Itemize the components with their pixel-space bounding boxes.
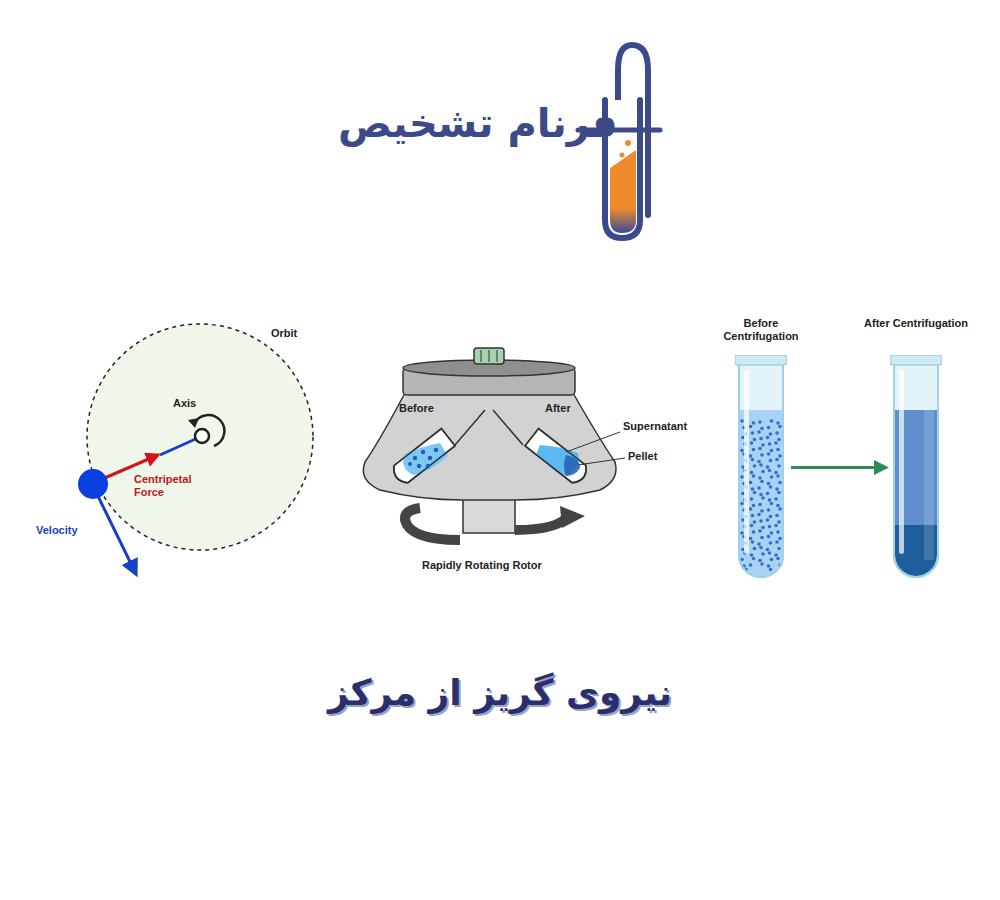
before-label: Before: [399, 402, 434, 415]
test-tube: Before Centrifugation: [735, 355, 787, 580]
tube-heading: After Centrifugation: [861, 317, 971, 330]
brand-name: فرنام تشخیص: [338, 100, 618, 146]
diagram-title: نیروی گریز از مرکز: [328, 672, 672, 713]
orbit-diagram: [78, 324, 313, 574]
test-tube: After Centrifugation: [890, 355, 942, 580]
rotor-caption: Rapidly Rotating Rotor: [422, 559, 542, 572]
axis-label: Axis: [173, 397, 196, 410]
pellet-label: Pellet: [628, 450, 657, 463]
tube-graphic: [735, 355, 787, 580]
after-label: After: [545, 402, 571, 415]
centrifuge: [363, 348, 625, 540]
force-label: Centripetal Force: [134, 473, 206, 498]
tube-graphic: [890, 355, 942, 580]
flow-arrow: [791, 466, 886, 469]
tube-heading: Before Centrifugation: [706, 317, 816, 342]
supernatant-label: Supernatant: [623, 420, 687, 433]
velocity-label: Velocity: [36, 524, 78, 537]
orbit-label: Orbit: [271, 327, 297, 340]
